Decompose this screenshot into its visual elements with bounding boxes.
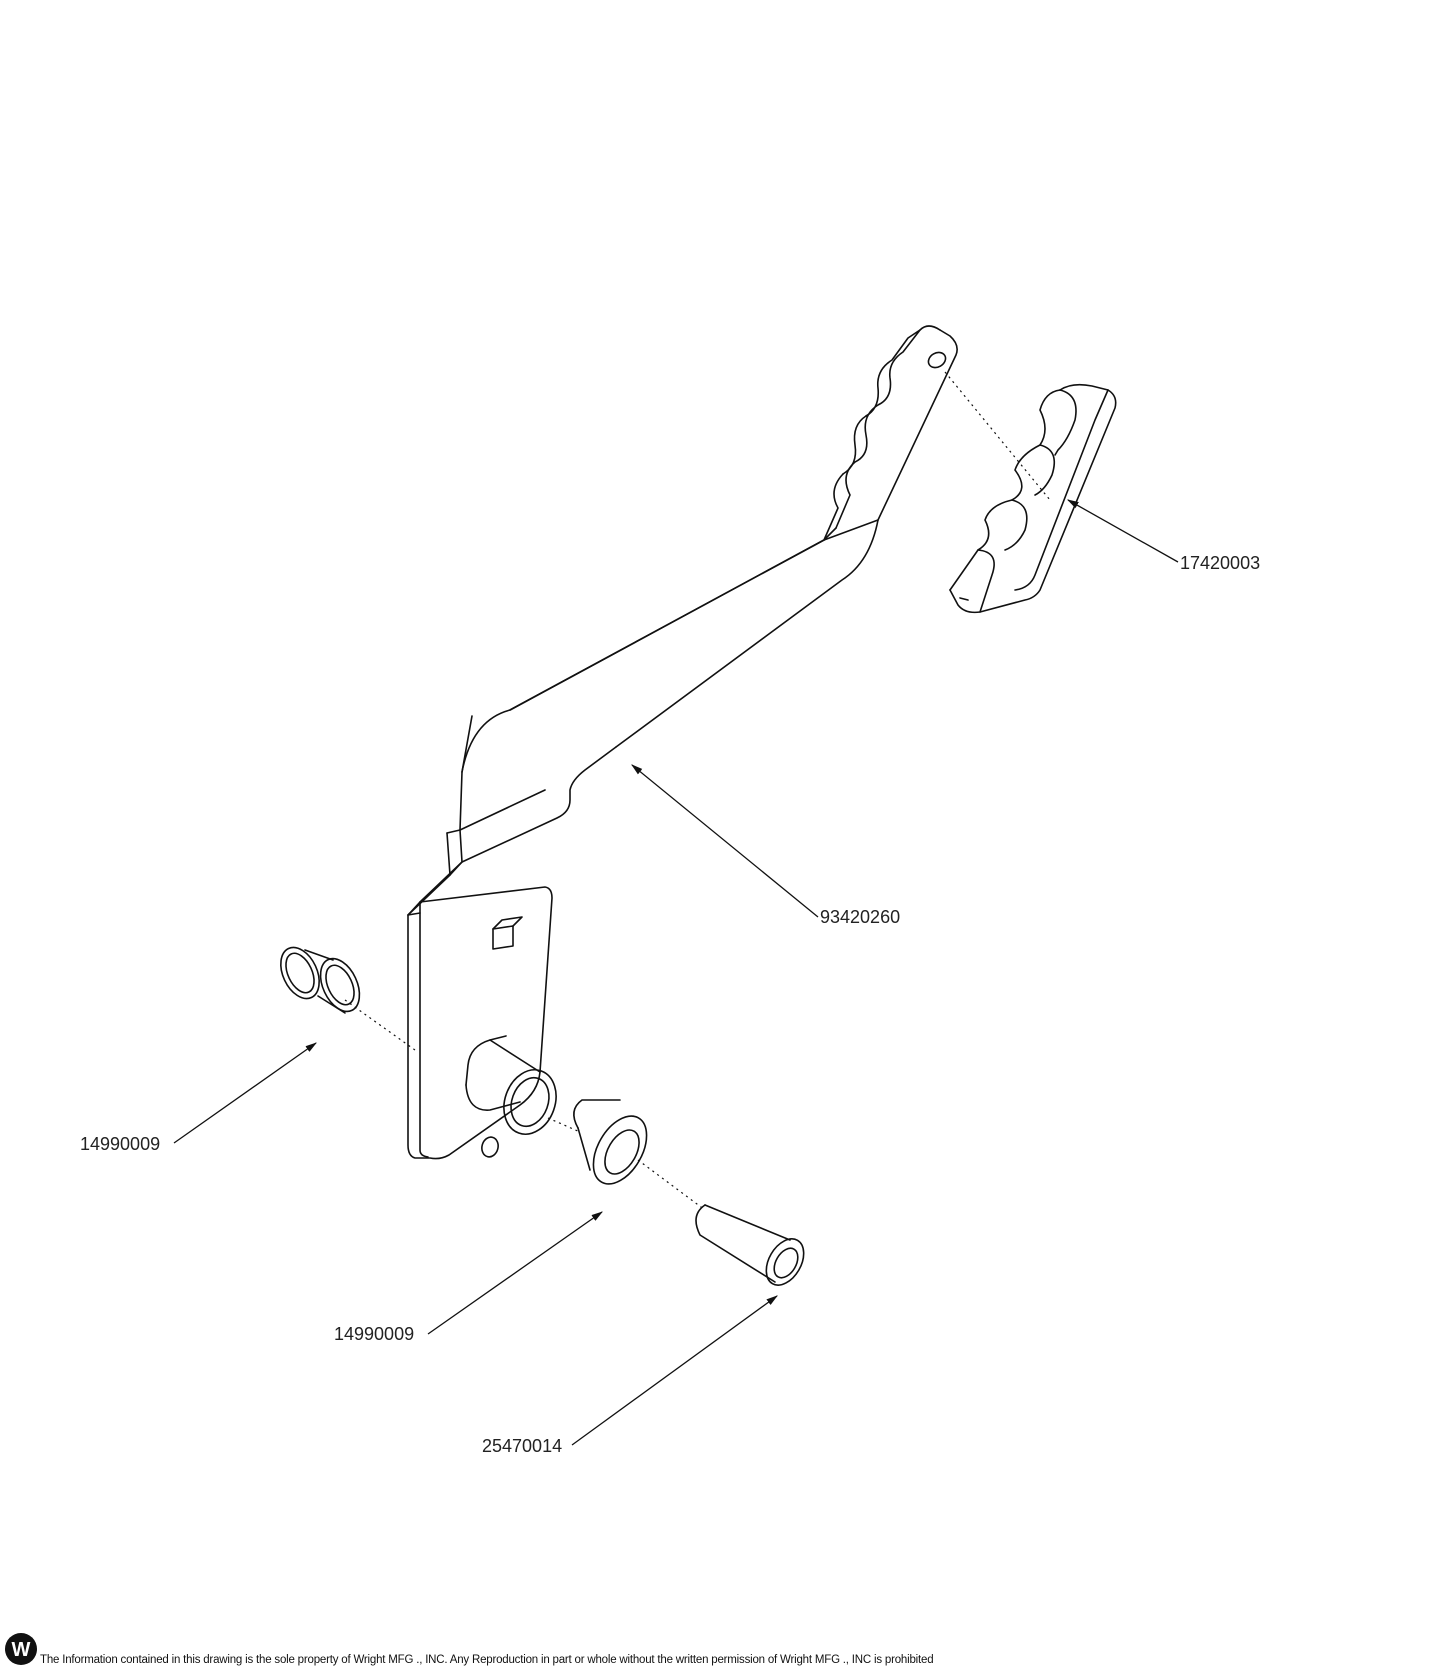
part-number-bushing-left: 14990009 <box>80 1134 161 1154</box>
part-number-pedal-pad: 17420003 <box>1180 553 1261 573</box>
spacer-tube-part <box>695 1204 805 1286</box>
part-number-bushing-right: 14990009 <box>334 1324 415 1344</box>
bushing-left-part <box>280 946 361 1014</box>
part-number-spacer-tube: 25470014 <box>482 1436 563 1456</box>
leader-lines <box>173 499 1179 1446</box>
assembly-centerlines <box>344 371 1051 1211</box>
part-number-brake-pedal: 93420260 <box>820 907 901 927</box>
bushing-right-part <box>573 1099 648 1185</box>
wright-logo-icon: W <box>5 1633 37 1665</box>
logo-letter: W <box>12 1639 31 1661</box>
copyright-notice: The Information contained in this drawin… <box>40 1654 934 1666</box>
pedal-pad-part <box>949 383 1117 614</box>
brake-pedal-part <box>407 325 958 1160</box>
